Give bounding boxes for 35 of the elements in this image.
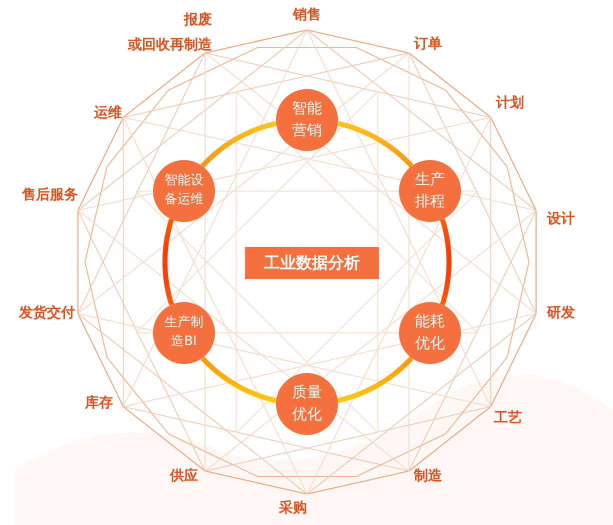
topic-text: 生产制造BI — [164, 314, 204, 351]
stage-label: 发货交付 — [19, 304, 75, 322]
topic-circle — [153, 302, 216, 364]
topic-text: 能耗优化 — [414, 311, 446, 354]
stage-label: 销售 — [293, 6, 321, 24]
ring-arc — [200, 120, 277, 168]
ring-arc — [200, 356, 277, 404]
topic-text: 质量优化 — [292, 382, 322, 425]
ring-arc — [337, 356, 414, 404]
stage-label: 或回收再制造 — [128, 36, 212, 54]
stage-label: 采购 — [279, 500, 307, 516]
stage-label: 研发 — [547, 304, 575, 322]
stage-label: 制造 — [414, 468, 442, 484]
stage-label: 运维 — [94, 104, 122, 122]
stage-label: 报废 — [184, 12, 212, 28]
ring-arc — [440, 218, 452, 306]
ring-arc — [162, 218, 174, 306]
topic-text: 智能设备运维 — [164, 172, 204, 209]
topic-circle — [398, 302, 461, 364]
topic-circle — [398, 160, 461, 222]
stage-label: 库存 — [85, 394, 113, 412]
stage-label: 售后服务 — [22, 186, 78, 204]
stage-label: 订单 — [414, 36, 442, 52]
topic-circle — [276, 89, 338, 151]
topic-text: 生产排程 — [414, 169, 446, 212]
stage-label: 计划 — [496, 94, 524, 112]
title-box — [245, 247, 379, 279]
stage-label: 供应 — [170, 468, 198, 484]
topic-circle — [276, 373, 338, 435]
topic-text: 智能营销 — [292, 98, 322, 141]
stage-label: 设计 — [547, 210, 575, 228]
title-text: 工业数据分析 — [264, 252, 360, 274]
topic-circle — [153, 160, 216, 222]
ring-arc — [337, 120, 414, 168]
stage-label: 工艺 — [494, 410, 522, 426]
